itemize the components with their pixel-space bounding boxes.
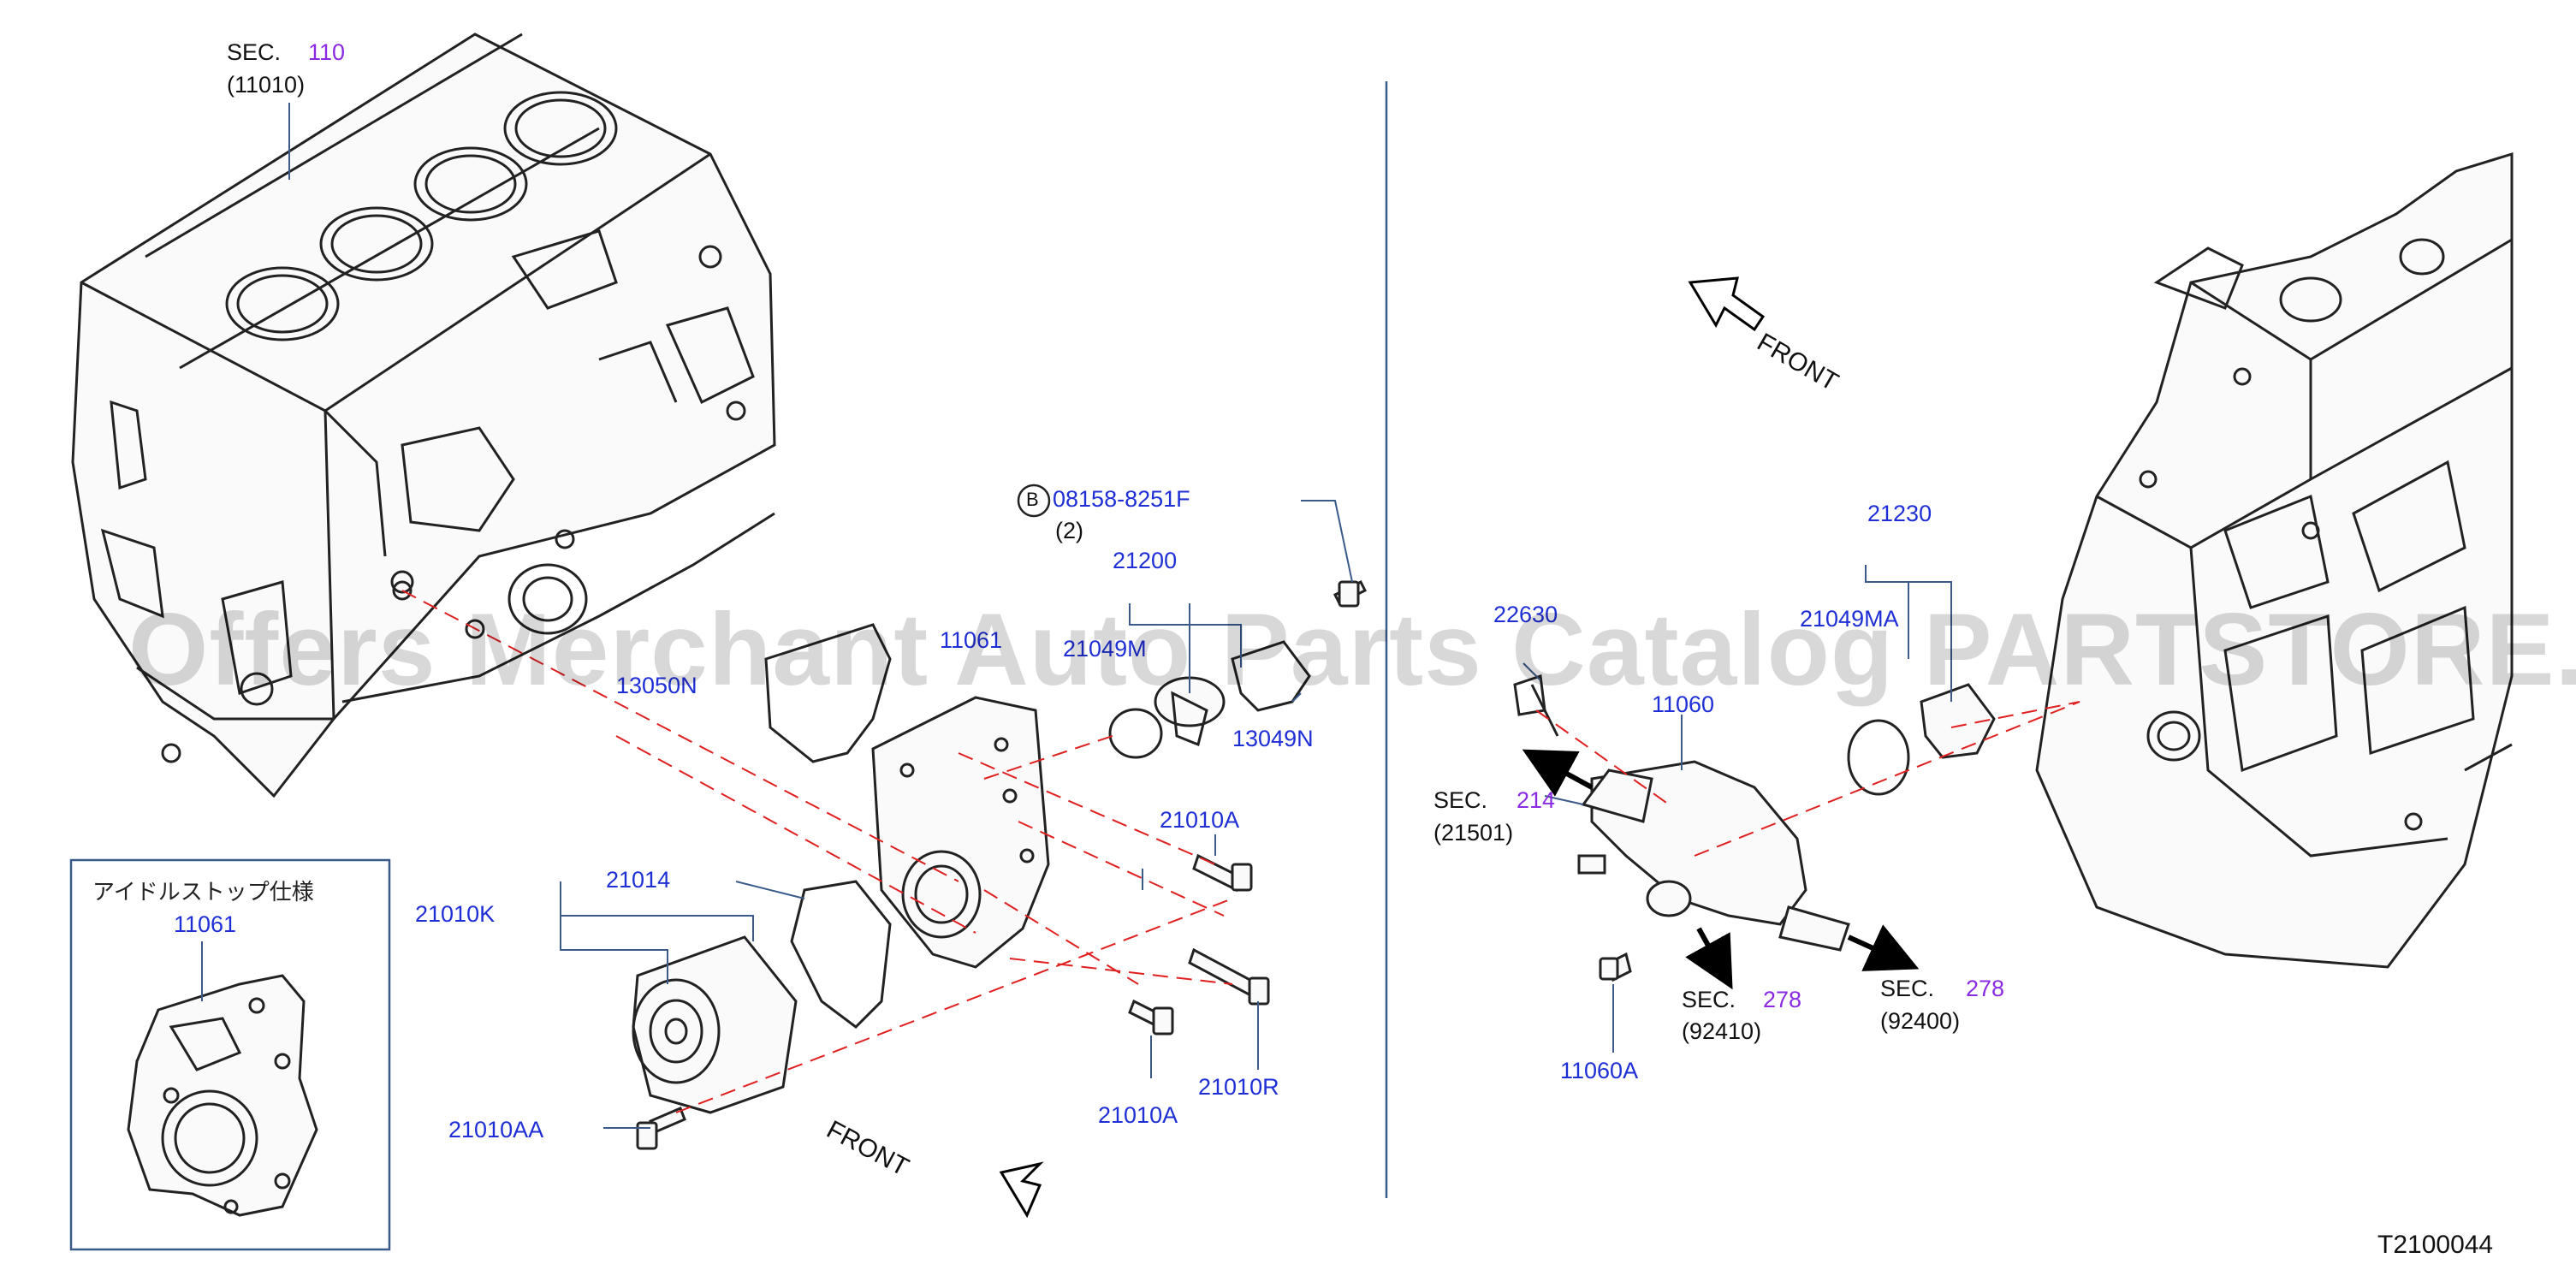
inset-box: [69, 858, 391, 1251]
water-outlet-drawing: [1577, 760, 1850, 982]
part-21010aa[interactable]: 21010AA: [448, 1117, 544, 1142]
inset-title: アイドルストップ仕様: [92, 880, 314, 905]
sec-110-number[interactable]: 110: [308, 39, 346, 65]
part-21049m[interactable]: 21049M: [1063, 636, 1147, 662]
sec-214-prefix: SEC.: [1433, 787, 1488, 813]
bolt-qty: (2): [1055, 518, 1083, 543]
part-21049ma[interactable]: 21049MA: [1800, 606, 1899, 632]
sec-278a-number[interactable]: 278: [1763, 987, 1802, 1012]
part-13049n[interactable]: 13049N: [1232, 726, 1314, 751]
watermark: Offers Merchant Auto Parts Catalog PARTS…: [128, 592, 2576, 707]
diagram-code: T2100044: [2377, 1231, 2494, 1259]
sec-278b-number[interactable]: 278: [1966, 976, 2005, 1001]
thermostat-right-drawing: [1513, 674, 1996, 796]
part-21010a-bottom[interactable]: 21010A: [1098, 1102, 1178, 1128]
inset-part-11061[interactable]: 11061: [174, 911, 237, 937]
leader-dashed-red-right: [1535, 701, 2080, 857]
part-21010k[interactable]: 21010K: [415, 901, 496, 927]
sec-214-number[interactable]: 214: [1517, 787, 1556, 813]
cylinder-block-drawing: [71, 33, 776, 798]
bolt-symbol-letter: B: [1026, 489, 1039, 510]
thermostat-left-drawing: [1108, 640, 1311, 759]
leader-lines-blue: [288, 103, 1952, 1129]
part-21014[interactable]: 21014: [606, 867, 671, 893]
part-11060[interactable]: 11060: [1652, 691, 1715, 717]
sec-278a-ref: (92410): [1682, 1018, 1762, 1044]
part-11060a[interactable]: 11060A: [1560, 1058, 1639, 1083]
part-21230[interactable]: 21230: [1867, 501, 1932, 526]
part-11061[interactable]: 11061: [940, 627, 1003, 653]
flow-arrows: [1522, 749, 1920, 990]
part-21010a-top[interactable]: 21010A: [1160, 807, 1240, 833]
sec-110-prefix: SEC.: [227, 39, 282, 65]
part-21200[interactable]: 21200: [1113, 548, 1178, 573]
front-arrow-left-icon: [999, 1161, 1044, 1219]
part-22630[interactable]: 22630: [1493, 602, 1558, 627]
bolt-symbol-circle: [1017, 484, 1051, 518]
front-arrow-right-icon: [1688, 276, 1766, 332]
part-21010r[interactable]: 21010R: [1198, 1074, 1279, 1100]
leader-dashed-red-left: [401, 590, 1233, 1113]
part-13050n[interactable]: 13050N: [616, 673, 697, 698]
bolts-left: [636, 579, 1368, 1150]
sec-278b-ref: (92400): [1880, 1008, 1961, 1034]
cylinder-head-drawing: [2035, 151, 2514, 969]
part-08158-8251f[interactable]: 08158-8251F: [1053, 486, 1190, 512]
sec-278a-prefix: SEC.: [1682, 987, 1736, 1012]
sec-214-ref: (21501): [1433, 820, 1514, 846]
sec-278b-prefix: SEC.: [1880, 976, 1935, 1001]
inset-housing-drawing: [127, 974, 318, 1217]
sec-110-ref: (11010): [227, 72, 306, 98]
